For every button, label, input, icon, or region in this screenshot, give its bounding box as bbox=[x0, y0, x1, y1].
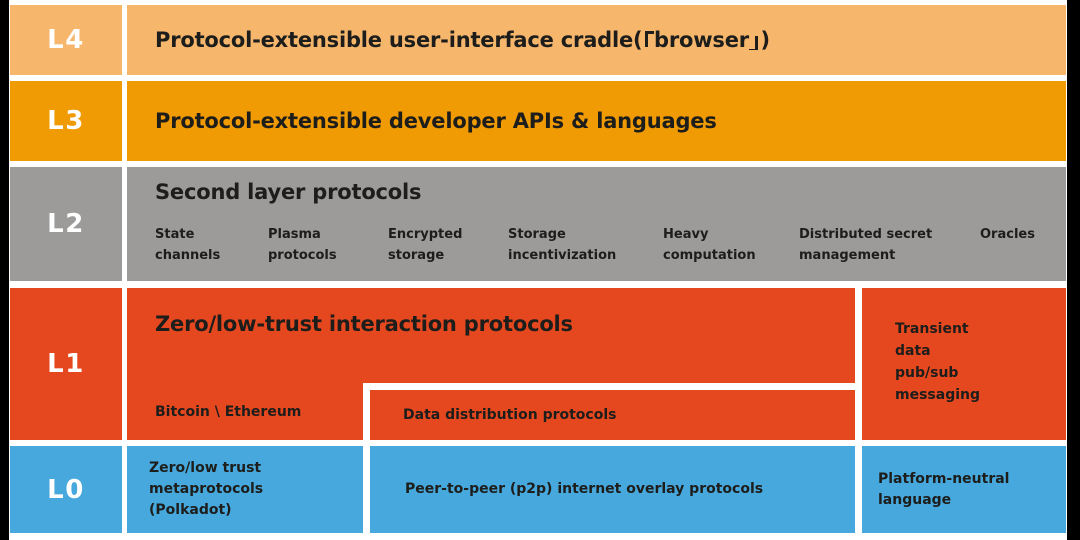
l2-item-encrypted-storage: Encrypted storage bbox=[388, 227, 463, 263]
layer-row-l4: L4 Protocol-extensible user-interface cr… bbox=[10, 5, 1066, 75]
layer-label-l2: L2 bbox=[10, 167, 122, 281]
layer-box-l3: Protocol-extensible developer APIs & lan… bbox=[127, 81, 1066, 161]
layer-label-text: L2 bbox=[47, 209, 85, 239]
l1-main-box: Zero/low-trust interaction protocols Bit… bbox=[127, 288, 855, 440]
l0-metaprotocols-label: Zero/low trust metaprotocols (Polkadot) bbox=[149, 460, 264, 518]
l1-data-distribution-label: Data distribution protocols bbox=[403, 407, 617, 423]
left-letterbox-bar bbox=[0, 0, 9, 540]
layer-row-l1: L1 Zero/low-trust interaction protocols … bbox=[10, 288, 1066, 440]
cjk-close-bracket-icon: 」 bbox=[748, 29, 761, 50]
l2-item-state-channels: State channels bbox=[155, 227, 221, 263]
layer-row-l2: L2 Second layer protocols State channels… bbox=[10, 167, 1066, 281]
l0-cell-platform-neutral-language: Platform-neutral language bbox=[862, 446, 1066, 533]
l1-transient-messaging-label: Transient data pub/sub messaging bbox=[895, 321, 981, 403]
l0-platform-neutral-language-label: Platform-neutral language bbox=[878, 470, 1010, 508]
l1-transient-messaging-box: Transient data pub/sub messaging bbox=[862, 288, 1066, 440]
layer-label-text: L1 bbox=[47, 349, 85, 379]
layer-label-text: L0 bbox=[47, 474, 85, 505]
layer-box-l2: Second layer protocols State channels Pl… bbox=[127, 167, 1066, 281]
l0-p2p-overlay-label: Peer-to-peer (p2p) internet overlay prot… bbox=[405, 481, 764, 497]
layer-label-l0: L0 bbox=[10, 446, 122, 533]
right-letterbox-bar bbox=[1067, 0, 1080, 540]
l0-cell-metaprotocols: Zero/low trust metaprotocols (Polkadot) bbox=[127, 446, 363, 533]
layer-title-l4: Protocol-extensible user-interface cradl… bbox=[155, 28, 770, 52]
l1-bitcoin-ethereum-label: Bitcoin \ Ethereum bbox=[155, 403, 302, 420]
l2-item-oracles: Oracles bbox=[980, 227, 1035, 242]
layer-label-l4: L4 bbox=[10, 5, 122, 75]
cjk-open-bracket-icon: 「 bbox=[642, 29, 654, 50]
layer-box-l4: Protocol-extensible user-interface cradl… bbox=[127, 5, 1066, 75]
layer-label-l3: L3 bbox=[10, 81, 122, 161]
layer-title-l1: Zero/low-trust interaction protocols bbox=[155, 312, 573, 336]
layer-row-l3: L3 Protocol-extensible developer APIs & … bbox=[10, 81, 1066, 161]
layer-label-text: L3 bbox=[47, 106, 85, 136]
layer-label-l1: L1 bbox=[10, 288, 122, 440]
l1-data-distribution-box: Data distribution protocols bbox=[363, 383, 855, 440]
layer-title-l3: Protocol-extensible developer APIs & lan… bbox=[155, 109, 717, 133]
layer-label-text: L4 bbox=[47, 25, 85, 55]
l2-item-storage-incentivization: Storage incentivization bbox=[508, 227, 617, 263]
l2-item-heavy-computation: Heavy computation bbox=[663, 227, 756, 263]
layer-title-l2: Second layer protocols bbox=[155, 180, 422, 204]
l2-item-plasma-protocols: Plasma protocols bbox=[268, 227, 337, 263]
l0-cell-p2p-overlay: Peer-to-peer (p2p) internet overlay prot… bbox=[370, 446, 855, 533]
layer-row-l0: L0 Zero/low trust metaprotocols (Polkado… bbox=[10, 446, 1066, 533]
l2-item-distributed-secret-management: Distributed secret management bbox=[799, 227, 933, 263]
